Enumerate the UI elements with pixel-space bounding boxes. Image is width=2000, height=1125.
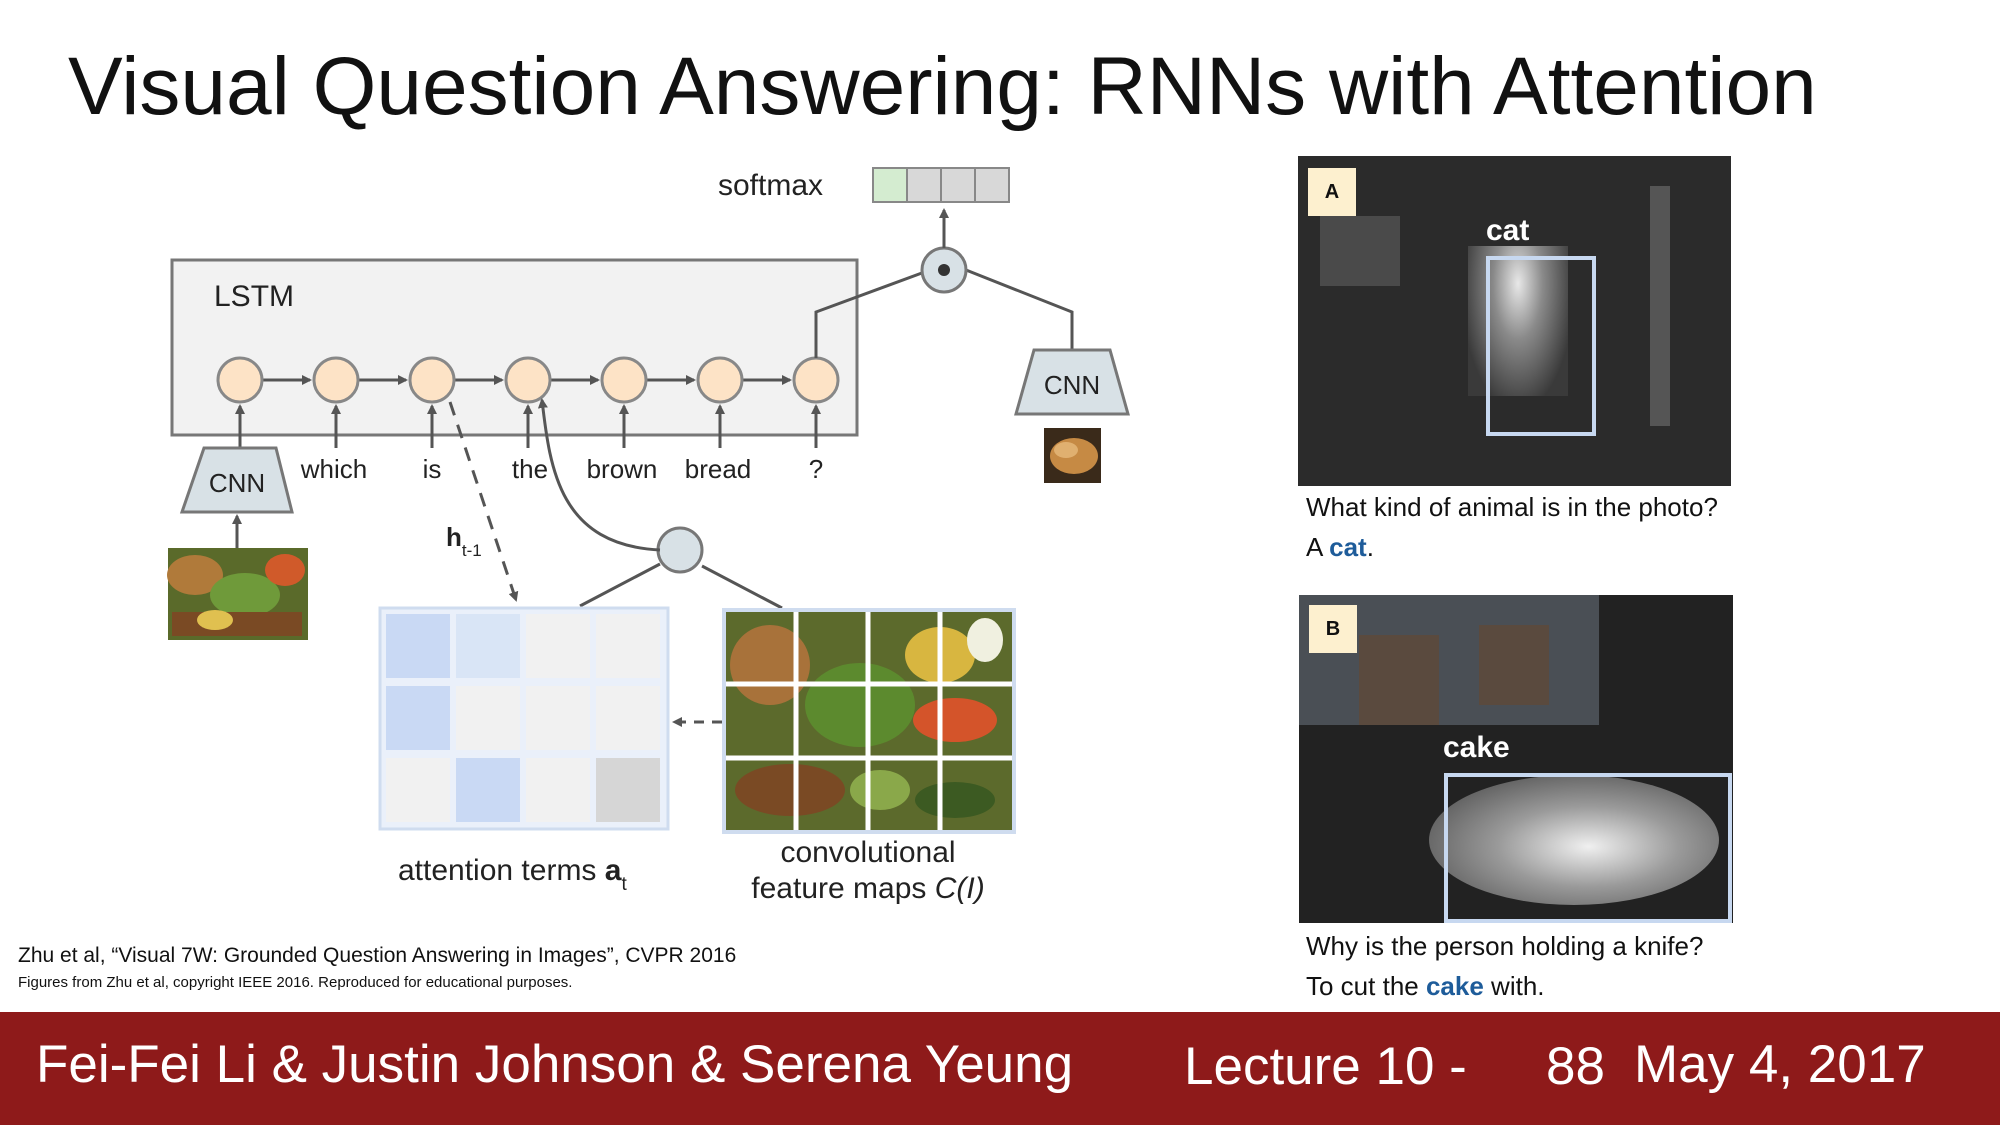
cnn-block-right [1014,348,1130,416]
example-b-tag: B [1309,605,1357,653]
example-b-box-label: cake [1443,731,1510,764]
example-a-bounding-box [1486,256,1596,436]
feature-map-image [722,608,1016,834]
context-to-lstm-curve [537,398,661,552]
example-b-hands [1479,625,1549,705]
input-arrows [235,404,821,448]
copyright-note: Figures from Zhu et al, copyright IEEE 2… [18,974,573,991]
citation: Zhu et al, “Visual 7W: Grounded Question… [18,944,737,967]
footer-bar: Fei-Fei Li & Justin Johnson & Serena Yeu… [0,1012,2000,1125]
example-a-box-label: cat [1486,214,1530,247]
word-token: which [300,454,367,484]
lstm-node [792,356,840,404]
word-token: bread [685,454,752,484]
cnn-label-right: CNN [1044,370,1100,400]
example-b-image: B cake [1299,595,1733,923]
footer-lecture: Lecture 10 - [1184,1037,1467,1096]
slide-title: Visual Question Answering: RNNs with Att… [68,41,1817,132]
feature-map-label-line1: convolutional [780,836,955,869]
cnn-label-left: CNN [209,468,265,498]
question-words: which is the brown bread ? [300,454,823,484]
attention-grid [378,606,670,831]
example-a-tag: A [1308,168,1356,216]
lstm-node [408,356,456,404]
lstm-node [504,356,552,404]
example-a-question: What kind of animal is in the photo? [1306,492,1718,522]
attention-to-merge-line [579,562,661,608]
hidden-state-arrow [448,401,519,602]
word-token: the [512,454,548,484]
footer-authors: Fei-Fei Li & Justin Johnson & Serena Yeu… [36,1035,1074,1094]
example-b-cake [1429,775,1719,905]
example-a-blur-shape [1320,216,1400,286]
lstm-node [696,356,744,404]
lstm-node [312,356,360,404]
example-b-hands [1359,635,1439,725]
lstm-nodes [216,356,840,404]
footer-date: May 4, 2017 [1634,1035,1926,1094]
vqa-attention-diagram: softmax LSTM which i [167,167,1130,905]
example-b-question: Why is the person holding a knife? [1306,931,1704,961]
example-a-image: A cat [1298,156,1731,486]
lstm-node [216,356,264,404]
softmax-label: softmax [718,169,823,202]
lstm-label: LSTM [214,280,294,313]
bread-image-thumbnail [1044,428,1101,483]
example-a-blur-shape [1650,186,1670,426]
cnn-block-left [179,446,294,514]
cnn-to-merge-line [965,268,1074,350]
word-token: brown [587,454,658,484]
example-a-answer: A cat. [1306,532,1374,562]
example-b-answer: To cut the cake with. [1306,971,1545,1001]
feature-map-label-line2: feature maps C(I) [751,872,984,905]
word-token: ? [809,454,823,484]
softmax-vector [872,167,1010,203]
lstm-to-merge-line [814,268,931,358]
footer-page-number: 88 [1546,1037,1605,1096]
attention-terms-label: attention terms at [398,854,627,895]
lstm-node [600,356,648,404]
features-to-merge-line [701,564,783,610]
lstm-box [170,258,859,437]
word-token: is [423,454,442,484]
attention-merge-node [656,526,704,574]
example-a-highlight [1468,246,1568,396]
example-b-bounding-box [1444,773,1732,923]
product-dot [938,264,950,276]
input-image-thumbnail [167,548,308,640]
hidden-state-label: ht-1 [446,522,482,560]
